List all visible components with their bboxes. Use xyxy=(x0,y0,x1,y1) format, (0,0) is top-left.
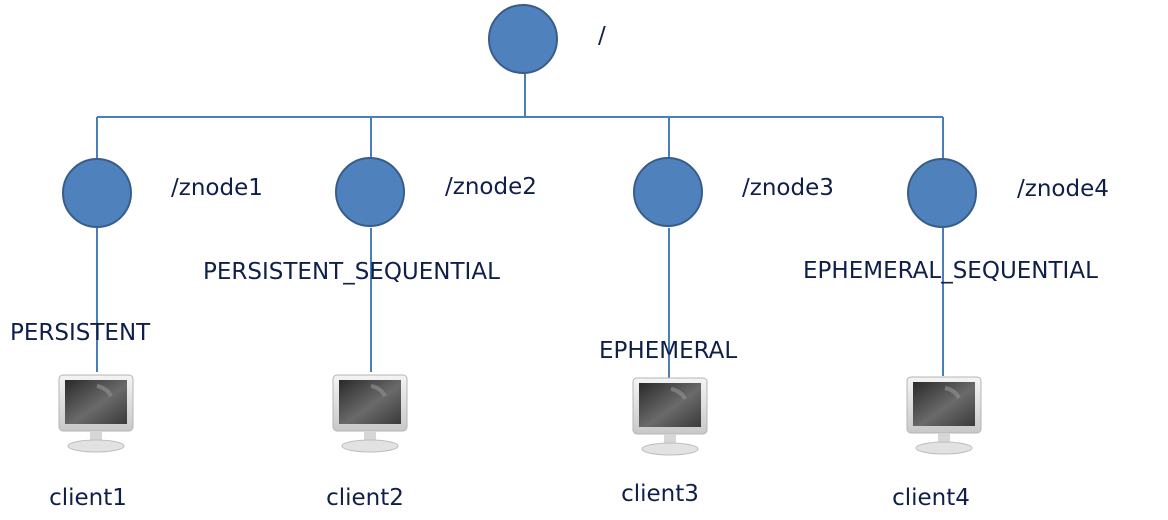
znode1-node xyxy=(62,158,132,228)
znode3-node xyxy=(633,157,703,227)
znode2-node xyxy=(335,157,405,227)
root-node xyxy=(488,4,558,74)
client3-monitor-icon xyxy=(632,377,708,456)
znode4-node xyxy=(907,158,977,228)
root-label: / xyxy=(598,23,606,49)
znode4-mode-label: EPHEMERAL_SEQUENTIAL xyxy=(803,258,1098,284)
znode2-mode-label: PERSISTENT_SEQUENTIAL xyxy=(203,259,500,285)
znode2-label: /znode2 xyxy=(445,174,537,200)
znode1-mode-label: PERSISTENT xyxy=(10,320,151,346)
client2-monitor-icon xyxy=(332,374,408,453)
client2-label: client2 xyxy=(326,485,404,511)
client4-label: client4 xyxy=(892,485,970,511)
client1-label: client1 xyxy=(49,485,127,511)
znode3-label: /znode3 xyxy=(742,175,834,201)
client1-monitor-icon xyxy=(58,374,134,453)
znode4-label: /znode4 xyxy=(1017,176,1109,202)
client4-monitor-icon xyxy=(906,376,982,455)
client3-label: client3 xyxy=(621,481,699,507)
znode3-mode-label: EPHEMERAL xyxy=(599,338,738,364)
znode1-label: /znode1 xyxy=(171,175,263,201)
